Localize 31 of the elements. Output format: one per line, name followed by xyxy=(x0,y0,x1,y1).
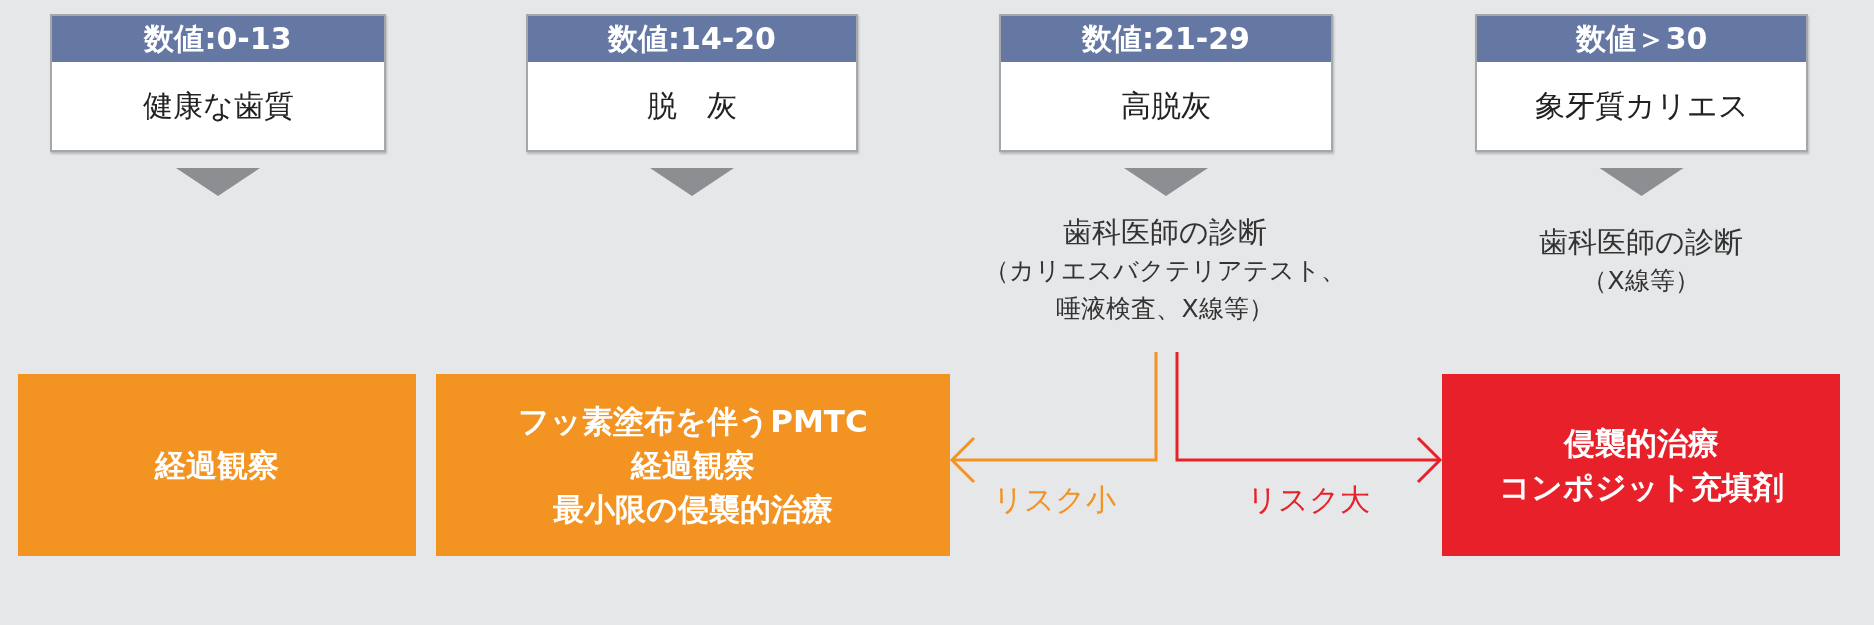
condition-label: 高脱灰 xyxy=(1120,87,1212,125)
elbow-arrow xyxy=(1175,352,1442,484)
treatment-text: 経過観察 xyxy=(155,446,279,485)
diagnosis-heading: 歯科医師の診断 xyxy=(1538,224,1744,261)
elbow-arrow xyxy=(950,352,1158,484)
score-box xyxy=(50,14,386,152)
score-range-header: 数値:14-20 xyxy=(528,16,856,62)
score-box xyxy=(1475,14,1808,152)
treatment-box xyxy=(18,374,416,556)
diagnosis-note: （X線等） xyxy=(1581,265,1701,297)
treatment-text: 侵襲的治療 xyxy=(1563,424,1719,463)
treatment-box xyxy=(436,374,950,556)
condition-label: 象牙質カリエス xyxy=(1533,87,1750,125)
treatment-text: 最小限の侵襲的治療 xyxy=(553,490,833,529)
treatment-text: コンポジット充填剤 xyxy=(1498,468,1784,507)
treatment-text: フッ素塗布を伴うPMTC xyxy=(518,402,868,441)
score-range-header: 数値:0-13 xyxy=(52,16,384,62)
chevron-arrow xyxy=(176,168,260,196)
score-box xyxy=(526,14,858,152)
chevron-arrow xyxy=(650,168,734,196)
diagnosis-note: （カリエスバクテリアテスト、唾液検査、X線等） xyxy=(983,255,1347,325)
score-box xyxy=(999,14,1333,152)
chevron-arrow xyxy=(1599,168,1684,196)
condition-label: 脱 灰 xyxy=(646,87,738,125)
chevron-arrow xyxy=(1124,168,1208,196)
score-range-header: 数値＞30 xyxy=(1477,16,1806,62)
diagnosis-heading: 歯科医師の診断 xyxy=(1062,214,1268,251)
treatment-box xyxy=(1442,374,1840,556)
condition-label: 健康な歯質 xyxy=(141,87,295,125)
treatment-text: 経過観察 xyxy=(631,446,755,485)
score-range-header: 数値:21-29 xyxy=(1001,16,1331,62)
